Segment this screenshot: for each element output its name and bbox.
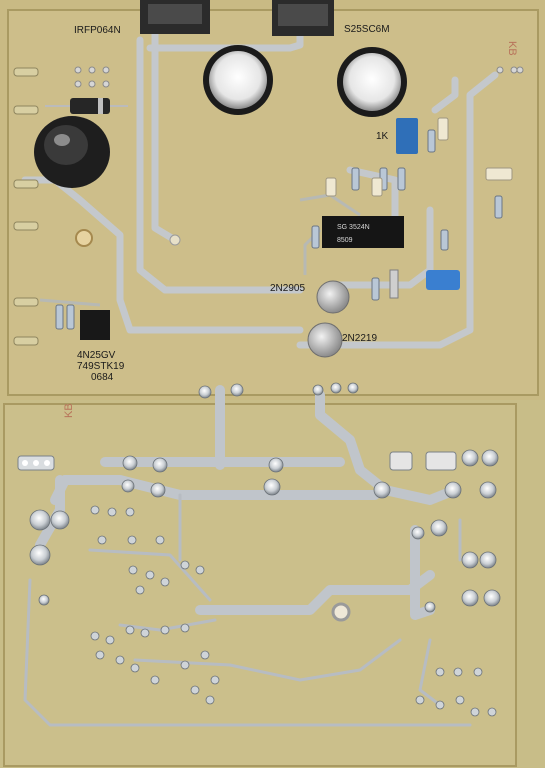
bottom-traces: [35, 385, 460, 620]
top-board-photo: SG 3524N 8509: [0, 0, 545, 400]
small-solder-joints: [90, 505, 497, 717]
transistor-2n2905: [316, 280, 350, 314]
label-0684: 0684: [91, 372, 114, 383]
electrolytic-capacitor-2: [337, 47, 407, 117]
top-corner-mark: KB: [506, 41, 518, 56]
pad-grid: [74, 66, 524, 88]
label-749stk19: 749STK19: [77, 361, 125, 372]
ceramic-capacitors: [325, 117, 513, 197]
blue-trimmer: [396, 118, 418, 154]
blue-capacitor: [426, 270, 460, 290]
bottom-traces-thin: [23, 493, 472, 727]
solder-joints: [29, 382, 501, 613]
mounting-hole-top: [75, 229, 93, 247]
electrolytic-capacitor-3: [34, 116, 110, 188]
electrolytic-capacitor-1: [203, 45, 273, 115]
mounting-hole-bottom: [331, 602, 351, 622]
label-2n2219: 2N2219: [342, 333, 378, 344]
optocoupler-ic: [80, 310, 110, 340]
ic-marking-1: SG 3524N: [337, 224, 370, 231]
bottom-pad-group-right: [389, 451, 457, 471]
sg3524-ic: SG 3524N 8509: [322, 216, 404, 248]
transistor-2n2219: [307, 322, 343, 358]
label-s25sc6m: S25SC6M: [344, 24, 390, 35]
bottom-corner-mark: KB: [63, 403, 75, 418]
bottom-board-photo: KB: [0, 382, 545, 768]
label-1k: 1K: [376, 131, 389, 142]
label-4n25gv: 4N25GV: [77, 350, 116, 361]
ic-marking-2: 8509: [337, 237, 353, 244]
small-diode: [389, 269, 399, 299]
label-irfp064n: IRFP064N: [74, 25, 121, 36]
diode: [45, 98, 128, 114]
left-wire-terminals: [13, 67, 39, 346]
label-2n2905: 2N2905: [270, 283, 306, 294]
